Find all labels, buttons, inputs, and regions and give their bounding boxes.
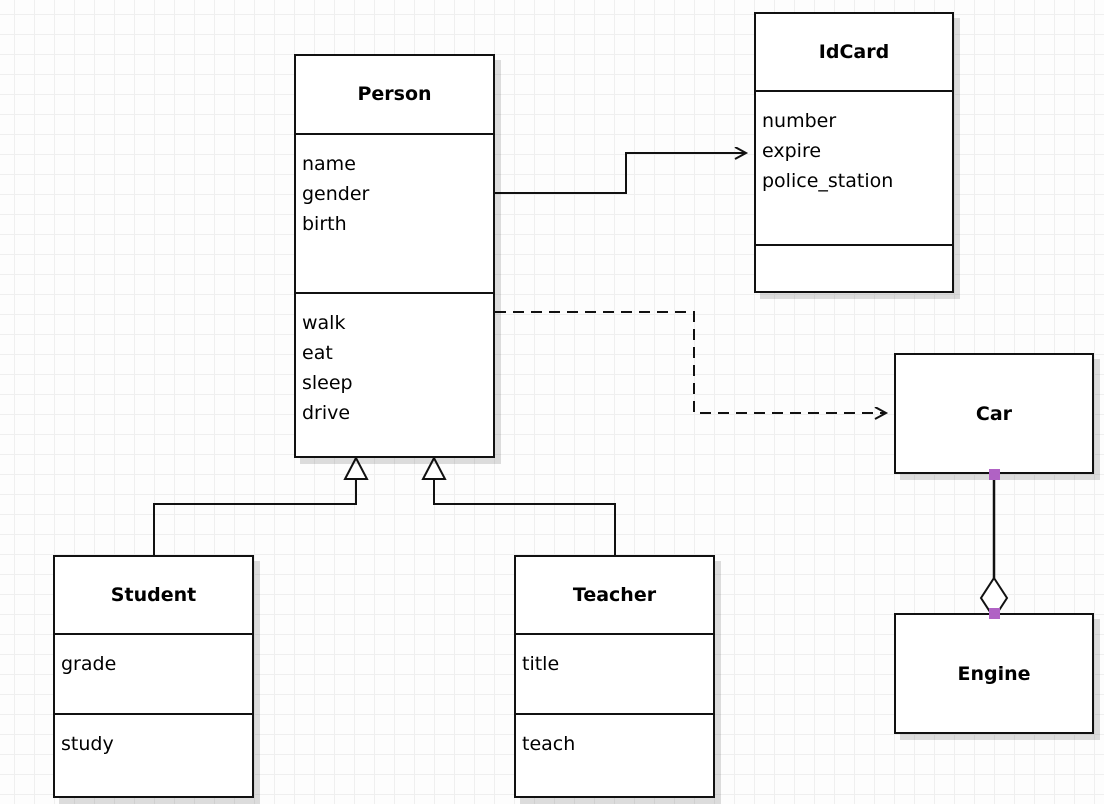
class-methods-idcard	[756, 244, 952, 291]
class-methods-person: walk eat sleep drive	[296, 291, 493, 456]
class-attributes-person: name gender birth	[296, 132, 493, 292]
selection-handle-car-end[interactable]	[989, 469, 1000, 480]
class-methods-teacher: teach	[516, 712, 713, 796]
class-attributes-idcard: number expire police_station	[756, 90, 952, 244]
class-title-car: Car	[975, 402, 1013, 425]
edge-car-engine[interactable]	[979, 474, 1009, 620]
inheritance-triangle-teacher	[421, 455, 447, 480]
method-item: teach	[522, 732, 576, 755]
class-title-idcard: IdCard	[818, 41, 890, 64]
edge-student-person[interactable]	[153, 455, 369, 555]
attribute-item: grade	[61, 653, 117, 676]
class-attributes-teacher: title	[516, 633, 713, 712]
edge-person-car[interactable]	[495, 311, 886, 413]
edge-teacher-person[interactable]	[421, 455, 616, 555]
selection-handle-engine-end[interactable]	[989, 608, 1000, 619]
class-box-car[interactable]: Car	[894, 353, 1094, 474]
method-item: walk	[302, 311, 346, 334]
method-item: study	[61, 732, 114, 755]
attribute-item: title	[522, 653, 560, 676]
class-box-teacher[interactable]: Teacher title teach	[514, 555, 715, 798]
attribute-item: name	[302, 152, 356, 175]
attribute-item: number	[762, 110, 837, 133]
class-title-person: Person	[357, 83, 432, 106]
class-box-idcard[interactable]: IdCard number expire police_station	[754, 12, 954, 293]
class-methods-student: study	[55, 712, 252, 796]
class-title-engine: Engine	[957, 662, 1031, 685]
class-box-engine[interactable]: Engine	[894, 613, 1094, 734]
method-item: sleep	[302, 371, 353, 394]
method-item: drive	[302, 401, 351, 424]
method-item: eat	[302, 341, 333, 364]
attribute-item: expire	[762, 140, 822, 163]
attribute-item: police_station	[762, 170, 894, 193]
class-attributes-student: grade	[55, 633, 252, 712]
class-box-person[interactable]: Person name gender birth walk eat sleep …	[294, 54, 495, 458]
class-title-student: Student	[110, 584, 197, 607]
inheritance-triangle-student	[343, 455, 369, 480]
class-box-student[interactable]: Student grade study	[53, 555, 254, 798]
attribute-item: birth	[302, 212, 347, 235]
class-title-teacher: Teacher	[572, 584, 657, 607]
attribute-item: gender	[302, 182, 370, 205]
edge-person-idcard[interactable]	[495, 153, 746, 194]
